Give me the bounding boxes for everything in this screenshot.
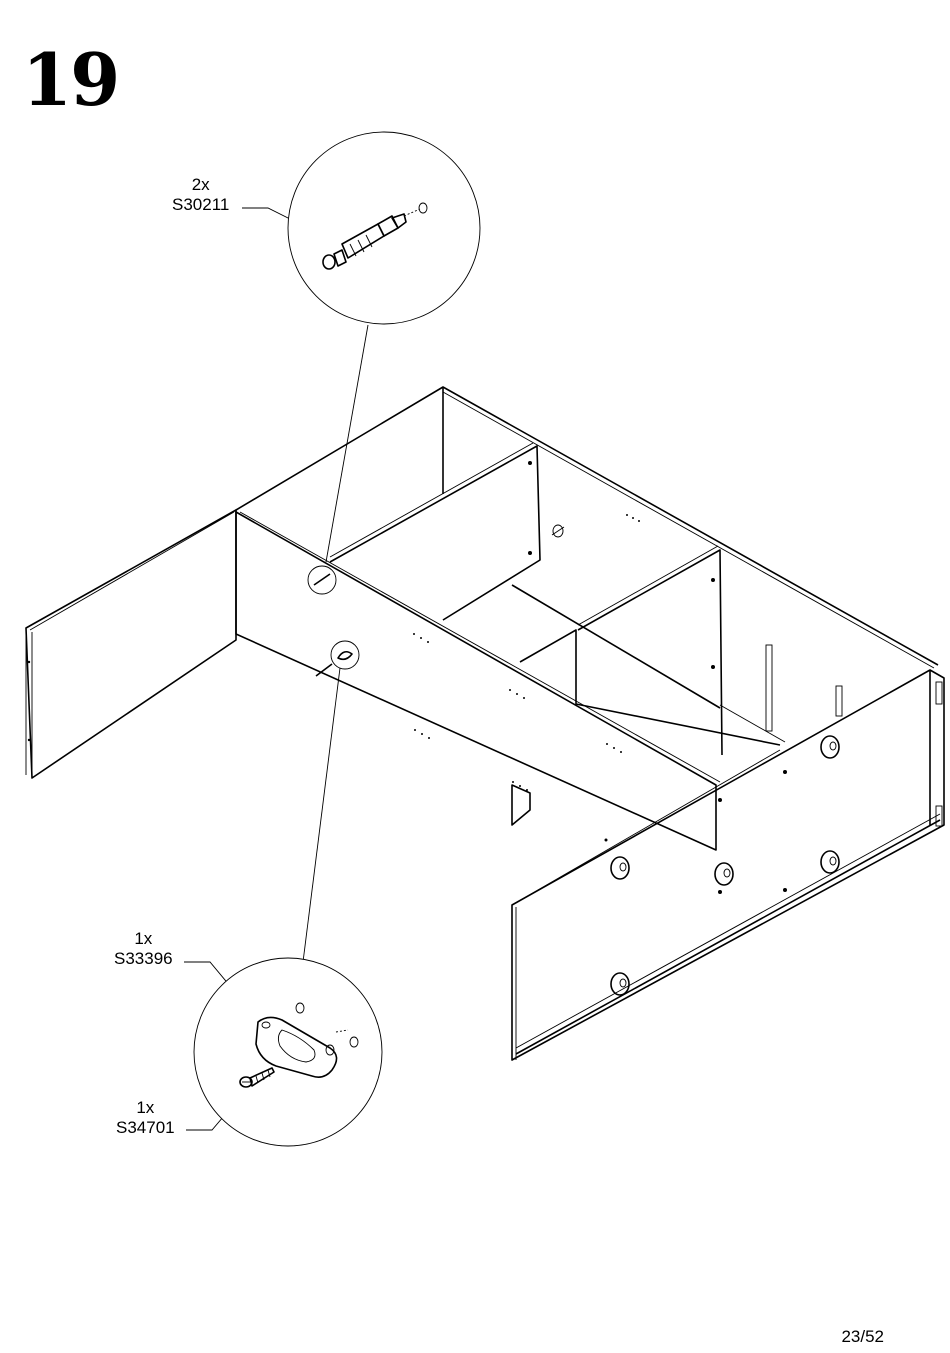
cam-lock [552,525,564,537]
cam-bolt-callout [288,132,480,324]
left-side-panel [26,510,236,778]
drawer-knobs [611,736,839,995]
drill-holes [413,461,787,894]
bracket-callout [194,958,382,1146]
carcass [236,387,944,1060]
detail-marks [308,566,359,676]
